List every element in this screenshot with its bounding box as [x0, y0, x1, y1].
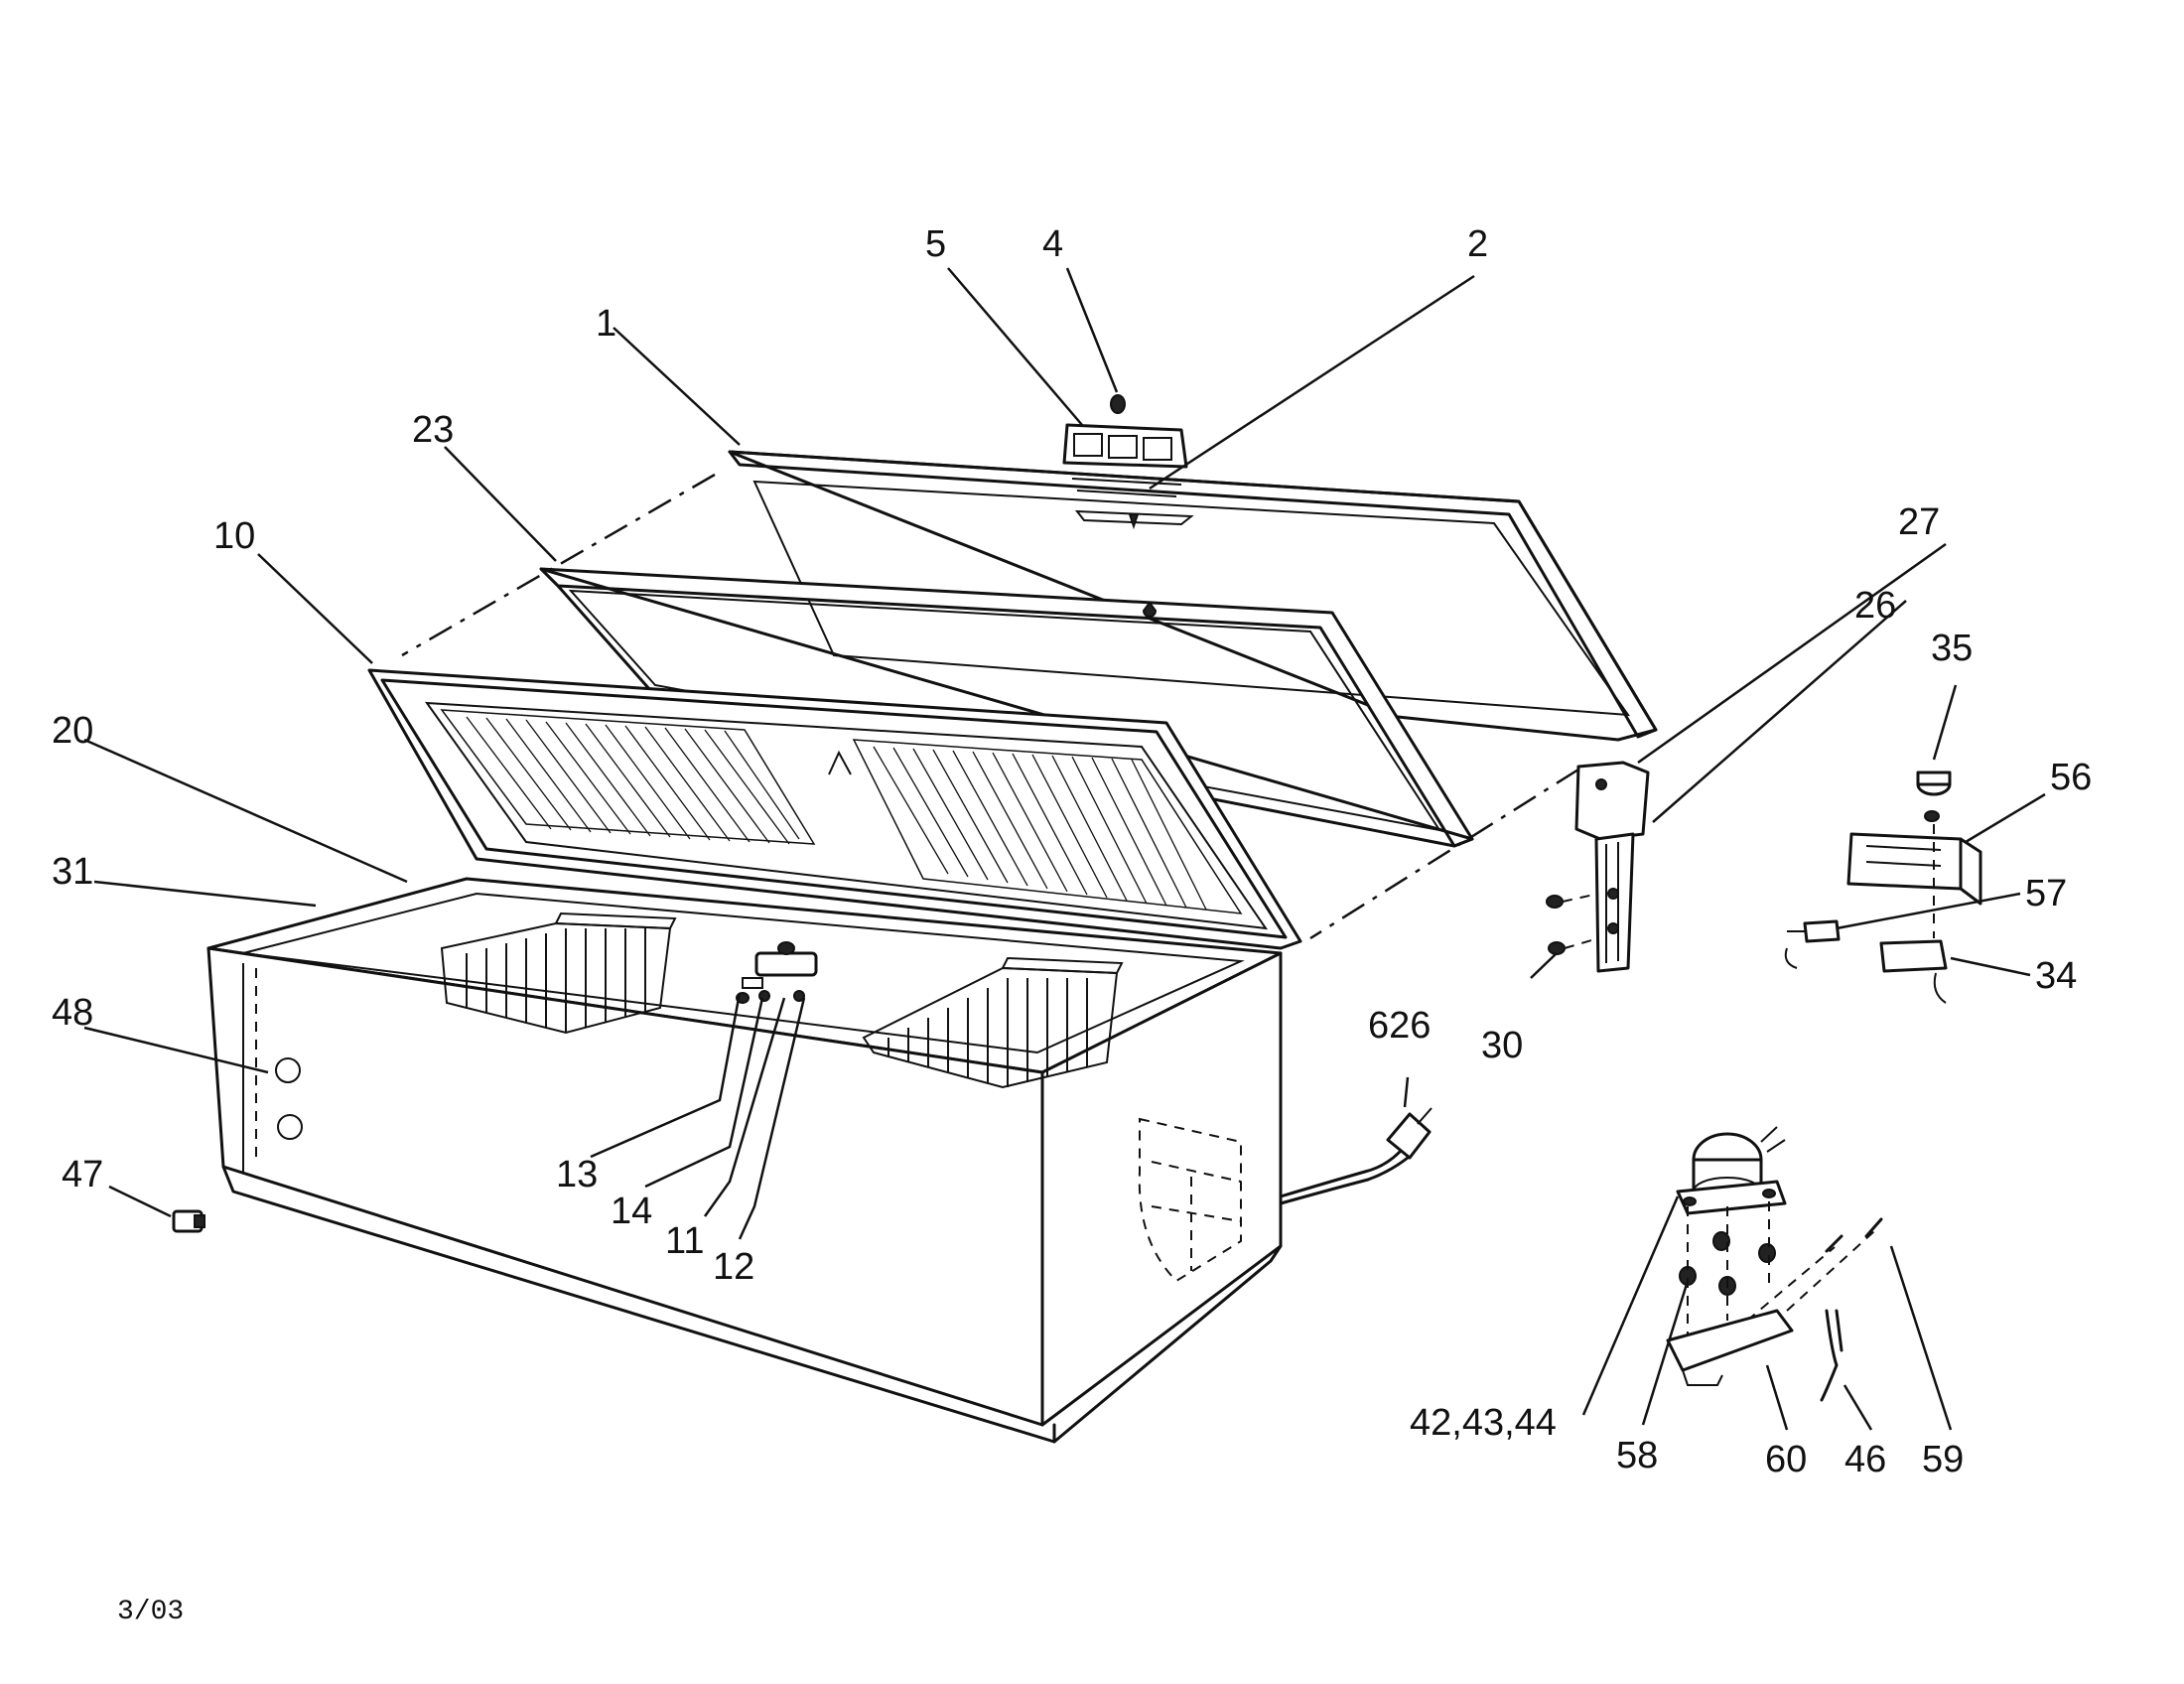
label-part-14: 14: [611, 1191, 652, 1232]
left-grille-hatching: [466, 716, 800, 845]
compressor-assembly: [1666, 1126, 1883, 1402]
leader-lines: [83, 267, 2046, 1431]
side-fittings: [172, 1057, 303, 1233]
label-part-60: 60: [1765, 1439, 1807, 1480]
right-basket: [862, 956, 1124, 1089]
label-part-2: 2: [1467, 223, 1488, 265]
label-part-11: 11: [665, 1220, 704, 1262]
thermostat-assembly: [736, 941, 818, 1004]
label-part-46: 46: [1844, 1439, 1886, 1480]
label-part-35: 35: [1931, 628, 1973, 669]
control-box-assembly: [1784, 771, 1982, 1004]
inner-lid-grille-panel: [367, 668, 1302, 950]
label-part-4: 4: [1042, 223, 1063, 265]
label-part-57: 57: [2025, 873, 2067, 914]
hinge-bracket: [1546, 761, 1650, 973]
label-part-34: 34: [2035, 955, 2077, 997]
label-part-42-43-44: 42,43,44: [1410, 1402, 1557, 1444]
power-cord-plug: [1279, 1107, 1433, 1205]
label-part-1: 1: [596, 303, 616, 345]
label-part-23: 23: [412, 409, 454, 451]
label-part-59: 59: [1922, 1439, 1964, 1480]
part-labels: 1 2 4 5 23 10 20 31 48 47 13 14 11 12 62…: [52, 223, 2092, 1480]
label-part-26: 26: [1854, 585, 1896, 627]
lid-hinge-block: [1062, 394, 1194, 530]
label-part-10: 10: [213, 515, 255, 557]
assembly-centerlines: [401, 473, 1579, 940]
right-grille-hatching: [873, 746, 1207, 911]
label-part-27: 27: [1898, 501, 1940, 543]
left-basket: [440, 912, 677, 1035]
label-part-626: 626: [1368, 1005, 1431, 1047]
label-part-48: 48: [52, 992, 93, 1034]
label-part-56: 56: [2050, 757, 2092, 798]
label-part-20: 20: [52, 710, 93, 752]
label-part-13: 13: [556, 1154, 598, 1195]
label-part-58: 58: [1616, 1435, 1658, 1476]
freezer-cabinet: [206, 877, 1283, 1444]
label-part-47: 47: [62, 1154, 103, 1195]
revision-date: 3/03: [117, 1597, 184, 1627]
label-part-30: 30: [1481, 1025, 1523, 1066]
label-part-12: 12: [713, 1246, 754, 1288]
label-part-5: 5: [925, 223, 946, 265]
label-part-31: 31: [52, 851, 93, 893]
